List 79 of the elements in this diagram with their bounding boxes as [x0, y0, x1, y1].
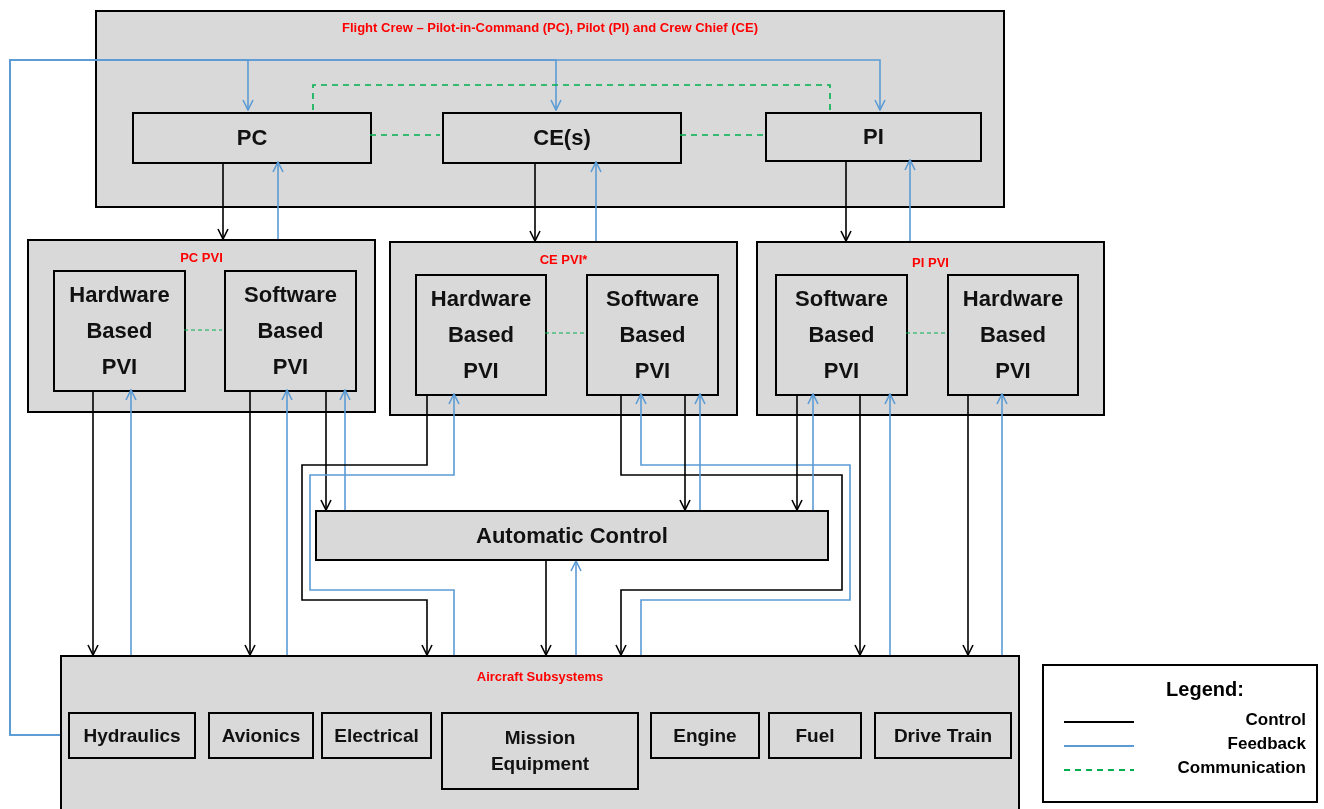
arrow	[791, 393, 803, 511]
connector-line	[544, 332, 585, 334]
box-label: Hardware Based PVI	[429, 285, 533, 385]
arrow	[840, 159, 852, 242]
arrow	[807, 393, 819, 511]
connector-line	[183, 329, 223, 331]
arrow	[679, 393, 691, 511]
box-label: Software Based PVI	[243, 281, 338, 381]
group-panel	[389, 241, 738, 416]
process-box	[586, 274, 719, 396]
process-box	[132, 112, 372, 164]
box-label: PC	[235, 125, 269, 151]
arrow	[590, 161, 602, 242]
box-label: Hardware Based PVI	[68, 281, 171, 381]
arrow	[125, 389, 137, 656]
arrow	[996, 393, 1008, 656]
group-panel	[95, 10, 1005, 208]
process-box	[315, 510, 829, 561]
connector-line	[679, 134, 764, 136]
arrow	[962, 393, 974, 656]
process-box	[775, 274, 908, 396]
box-label: PI	[862, 124, 885, 150]
arrow	[570, 560, 582, 656]
legend-label: Feedback	[1227, 734, 1306, 754]
connector-line	[369, 134, 441, 136]
box-label: Automatic Control	[475, 522, 669, 549]
arrow	[904, 159, 916, 242]
group-heading: PC PVI	[180, 250, 223, 265]
process-box	[224, 270, 357, 392]
process-box	[765, 112, 982, 162]
arrow	[301, 393, 433, 656]
arrow	[540, 560, 552, 656]
process-box	[874, 712, 1012, 759]
connector-line	[312, 84, 831, 111]
arrow	[87, 389, 99, 656]
group-panel	[60, 655, 1020, 809]
process-box	[650, 712, 760, 759]
group-panel	[27, 239, 376, 413]
box-label: Hydraulics	[82, 723, 182, 748]
process-box	[441, 712, 639, 790]
box-label: Mission Equipment	[489, 726, 591, 776]
connector-line	[905, 332, 946, 334]
box-label: Avionics	[220, 723, 302, 748]
group-heading: Flight Crew – Pilot-in-Command (PC), Pilot (PI) and Crew Chief (CE)	[342, 20, 758, 35]
box-label: CE(s)	[532, 125, 592, 151]
arrow	[309, 393, 460, 656]
arrow	[9, 59, 886, 736]
box-label: Hardware Based PVI	[961, 285, 1065, 385]
legend-label: Control	[1245, 710, 1306, 730]
legend-label: Communication	[1177, 758, 1306, 778]
arrow	[339, 389, 351, 511]
process-box	[415, 274, 547, 396]
arrow	[217, 161, 229, 240]
process-box	[321, 712, 432, 759]
arrow	[694, 393, 706, 511]
arrow	[320, 389, 332, 511]
group-heading: Aircraft Subsystems	[476, 669, 604, 684]
arrow	[529, 161, 541, 242]
group-panel	[756, 241, 1105, 416]
process-box	[208, 712, 314, 759]
box-label: Drive Train	[892, 723, 994, 748]
arrow	[272, 161, 284, 240]
arrow	[854, 393, 866, 656]
group-heading: PI PVI	[912, 255, 949, 270]
process-box	[68, 712, 196, 759]
process-box	[442, 112, 682, 164]
arrow	[281, 389, 293, 656]
box-label: Fuel	[794, 723, 836, 748]
process-box	[947, 274, 1079, 396]
arrow	[884, 393, 896, 656]
box-label: Engine	[672, 723, 738, 748]
process-box	[53, 270, 186, 392]
process-box	[768, 712, 862, 759]
legend-title: Legend:	[1166, 678, 1244, 700]
box-label: Software Based PVI	[605, 285, 700, 385]
box-label: Software Based PVI	[794, 285, 889, 385]
box-label: Electrical	[333, 723, 420, 748]
arrow	[244, 389, 256, 656]
group-heading: CE PVI*	[539, 252, 588, 267]
